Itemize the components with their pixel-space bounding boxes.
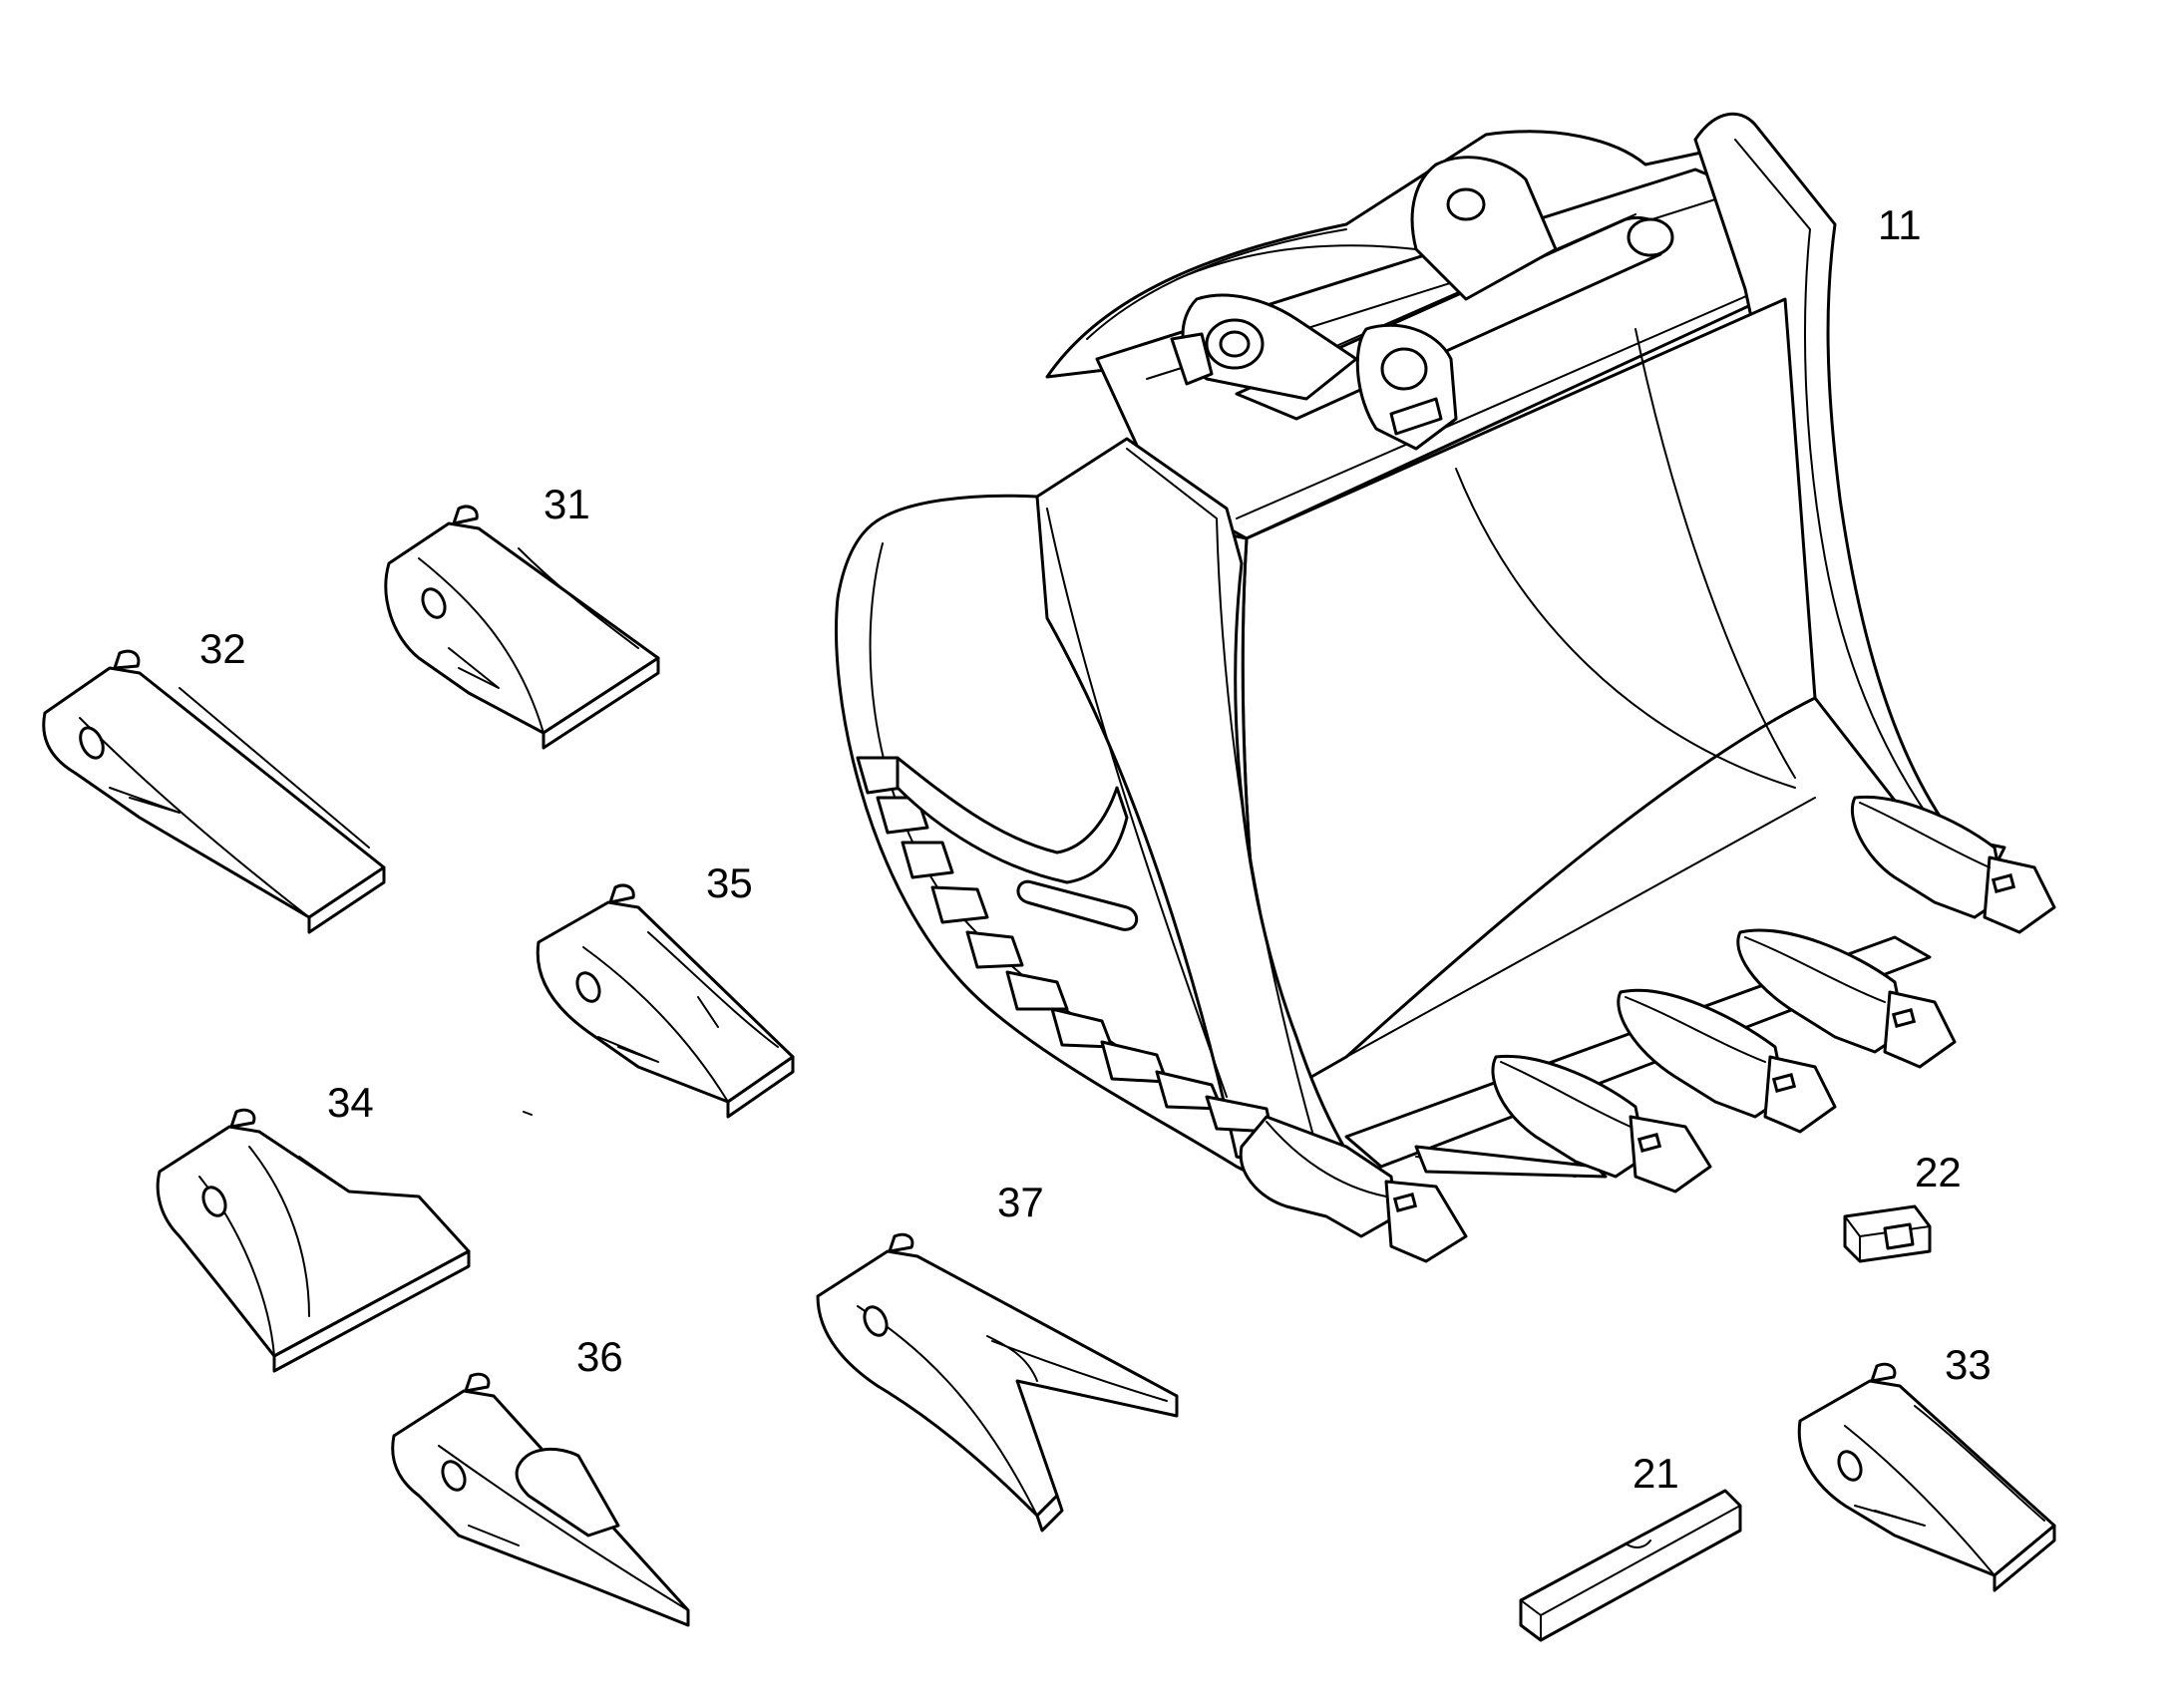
callout-36: 36 — [576, 1333, 623, 1380]
wear-strip-drawing — [1519, 1489, 1742, 1642]
tooth-34-drawing — [156, 1108, 471, 1373]
callout-21: 21 — [1633, 1450, 1679, 1497]
bucket-teeth — [1239, 795, 2056, 1263]
callout-37: 37 — [997, 1179, 1044, 1225]
callout-32: 32 — [199, 625, 246, 672]
callout-33: 31 — [544, 481, 590, 527]
tooth-36-drawing — [391, 1372, 690, 1627]
tooth-32-drawing — [42, 649, 386, 934]
tooth-33-drawing — [384, 505, 660, 750]
side-cutter-drawing — [1843, 1204, 1932, 1263]
callout-34: 34 — [327, 1079, 374, 1126]
tooth-31-drawing — [1797, 1362, 2056, 1592]
callout-11: 11 — [1878, 201, 1922, 248]
tooth-35-drawing — [536, 883, 795, 1119]
callout-35: 35 — [706, 859, 753, 906]
callout-31: 33 — [1945, 1341, 1992, 1388]
tooth-37-drawing — [816, 1232, 1179, 1533]
callout-22: 22 — [1915, 1149, 1962, 1196]
bucket-drawing — [835, 112, 2056, 1263]
